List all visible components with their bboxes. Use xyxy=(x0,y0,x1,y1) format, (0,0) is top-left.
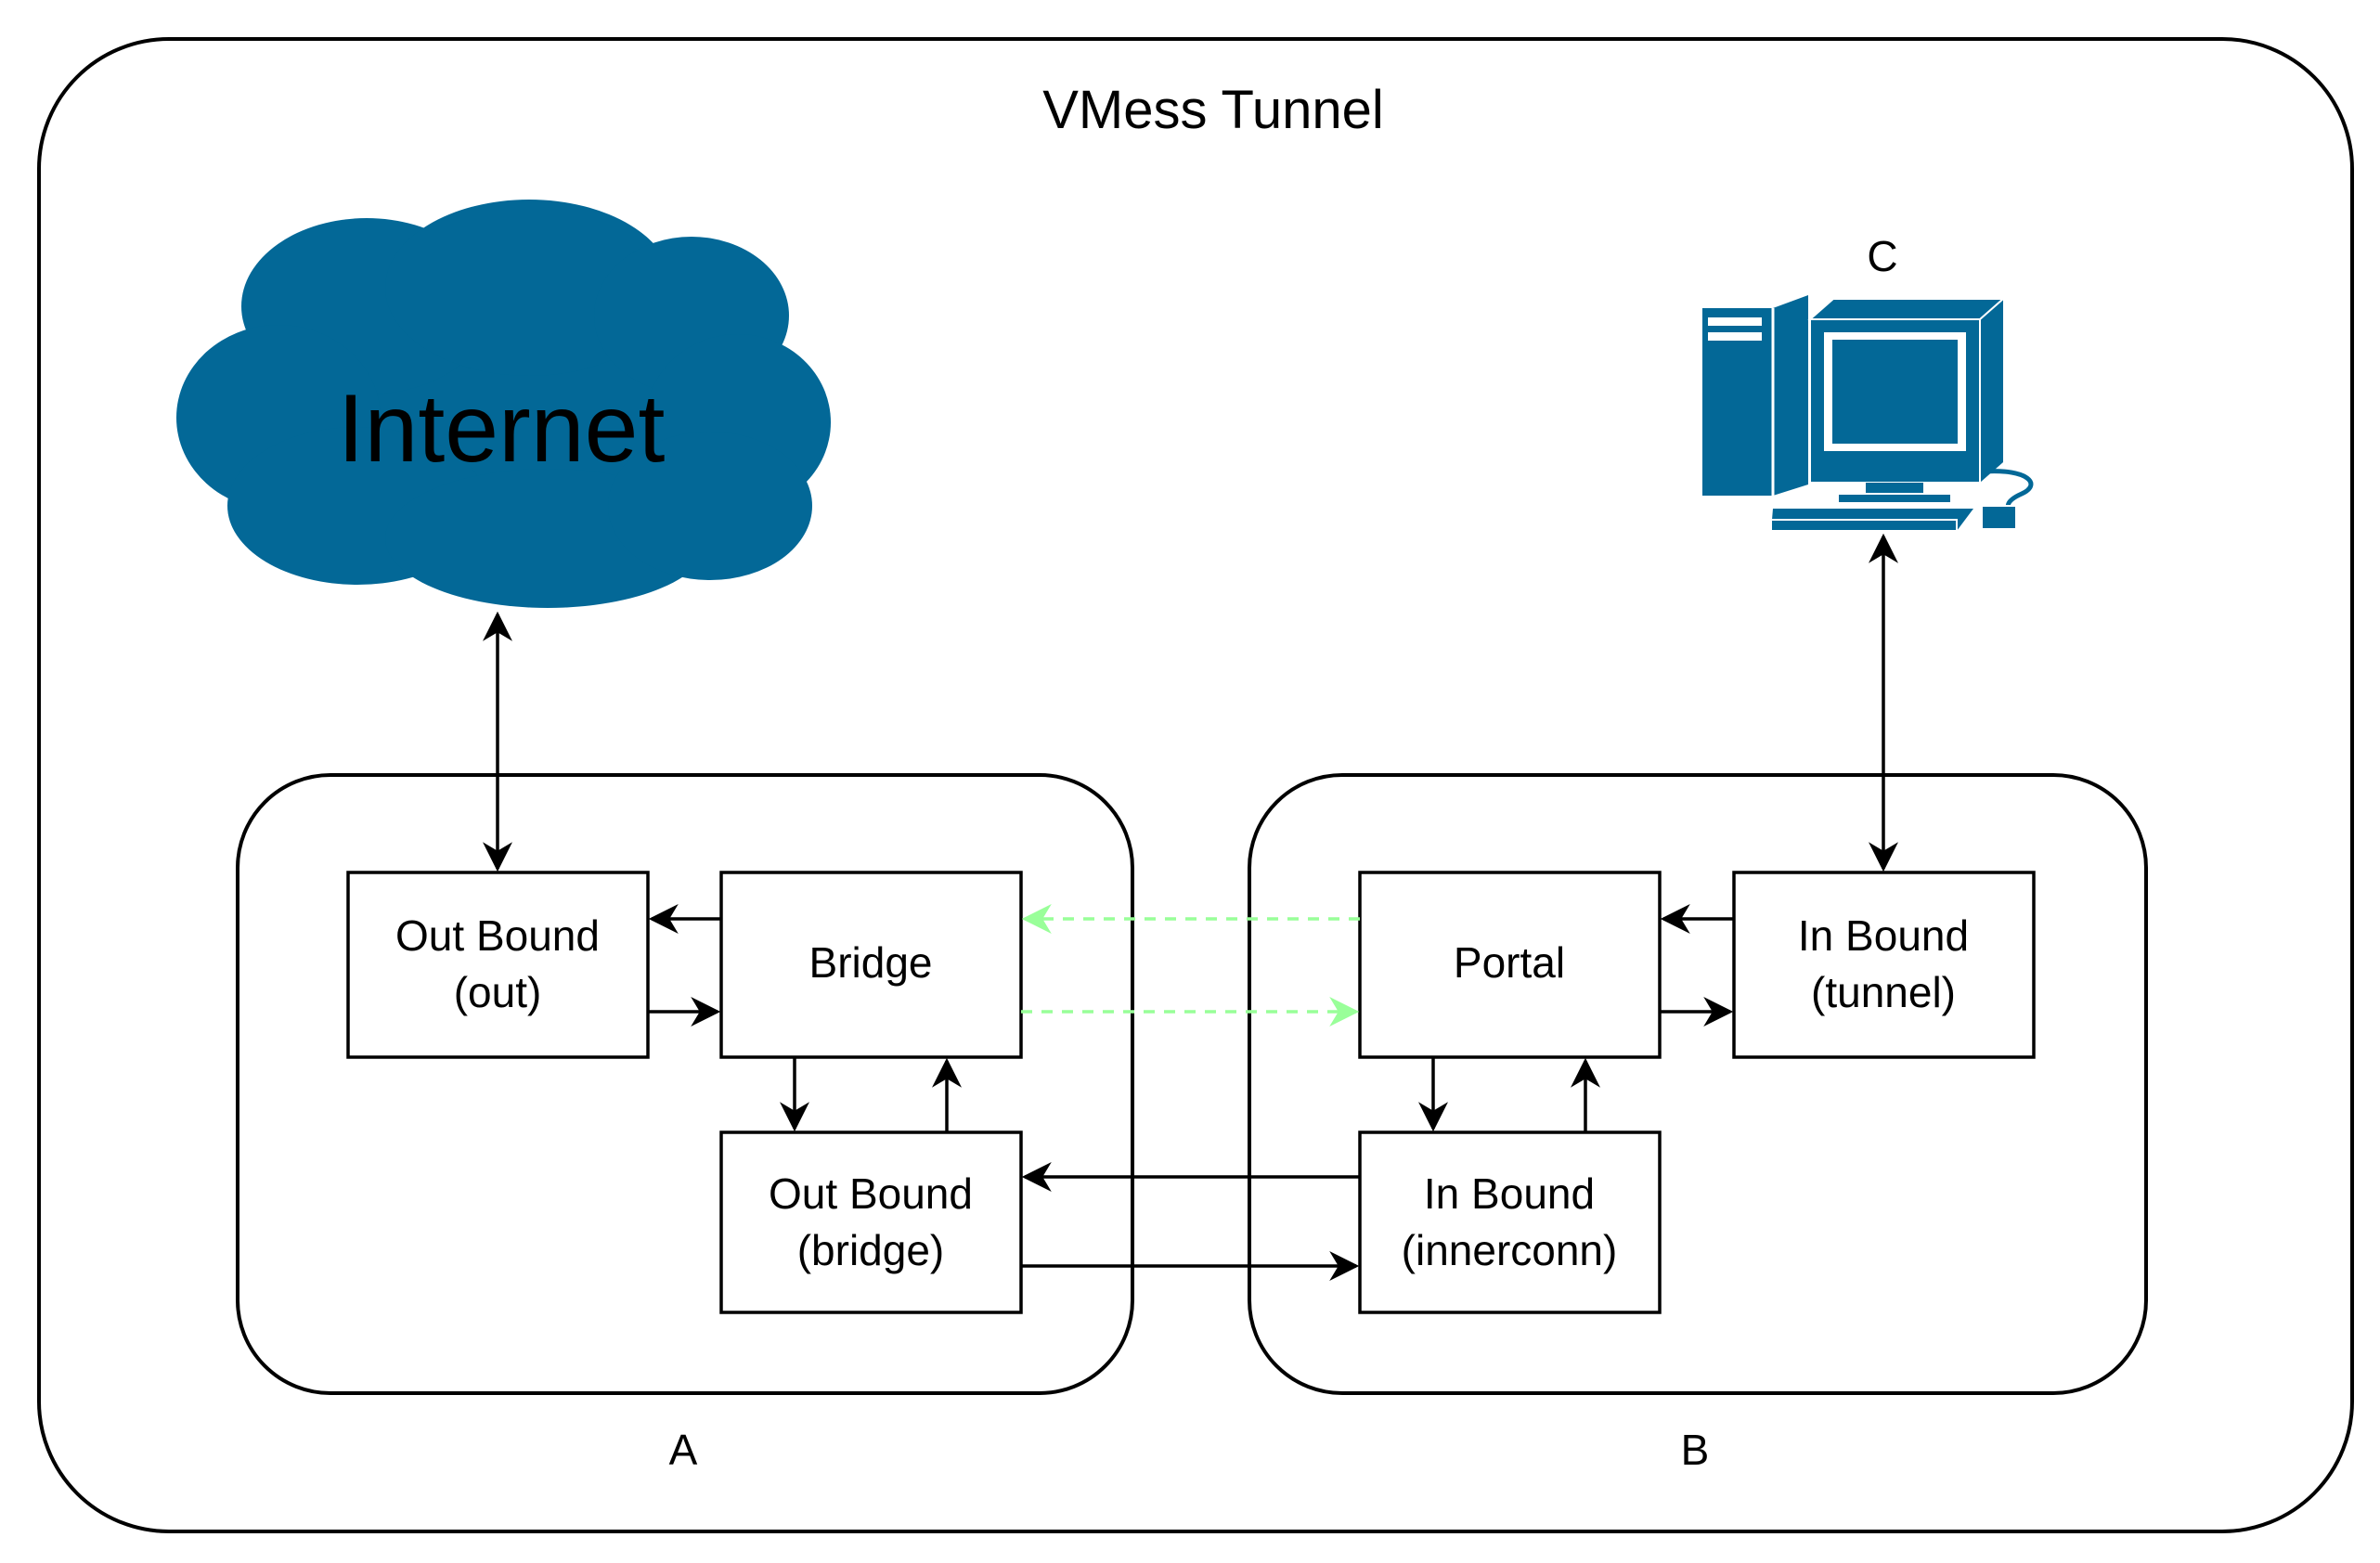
inbound-tunnel-line1: In Bound xyxy=(1798,911,1969,960)
outbound-bridge-line1: Out Bound xyxy=(769,1169,973,1218)
group-a-container xyxy=(236,773,1134,1395)
inbound-innerconn-line1: In Bound xyxy=(1424,1169,1595,1218)
outbound-bridge-line2: (bridge) xyxy=(797,1226,945,1274)
group-b-label: B xyxy=(1681,1426,1710,1474)
node-outbound-bridge: Out Bound (bridge) xyxy=(719,1130,1023,1314)
internet-cloud: Internet xyxy=(176,200,831,608)
cloud-icon xyxy=(176,200,831,608)
desktop-computer-icon xyxy=(1702,295,2034,532)
inbound-tunnel-line2: (tunnel) xyxy=(1811,968,1956,1016)
outer-frame xyxy=(37,37,2354,1533)
node-portal: Portal xyxy=(1358,871,1662,1059)
group-b-container xyxy=(1248,773,2148,1395)
group-a-label: A xyxy=(669,1426,698,1474)
node-outbound-out: Out Bound (out) xyxy=(346,871,650,1059)
portal-label: Portal xyxy=(1454,938,1565,987)
bridge-label: Bridge xyxy=(809,938,933,987)
outbound-out-line1: Out Bound xyxy=(395,911,600,960)
node-inbound-tunnel: In Bound (tunnel) xyxy=(1732,871,2036,1059)
node-bridge: Bridge xyxy=(719,871,1023,1059)
diagram-title: VMess Tunnel xyxy=(1042,80,1384,140)
internet-label: Internet xyxy=(338,375,666,483)
inbound-innerconn-line2: (innerconn) xyxy=(1402,1226,1618,1274)
outbound-out-line2: (out) xyxy=(454,968,542,1016)
computer-label: C xyxy=(1867,232,1897,280)
node-inbound-innerconn: In Bound (innerconn) xyxy=(1358,1130,1662,1314)
computer-c: C xyxy=(1702,232,2034,532)
